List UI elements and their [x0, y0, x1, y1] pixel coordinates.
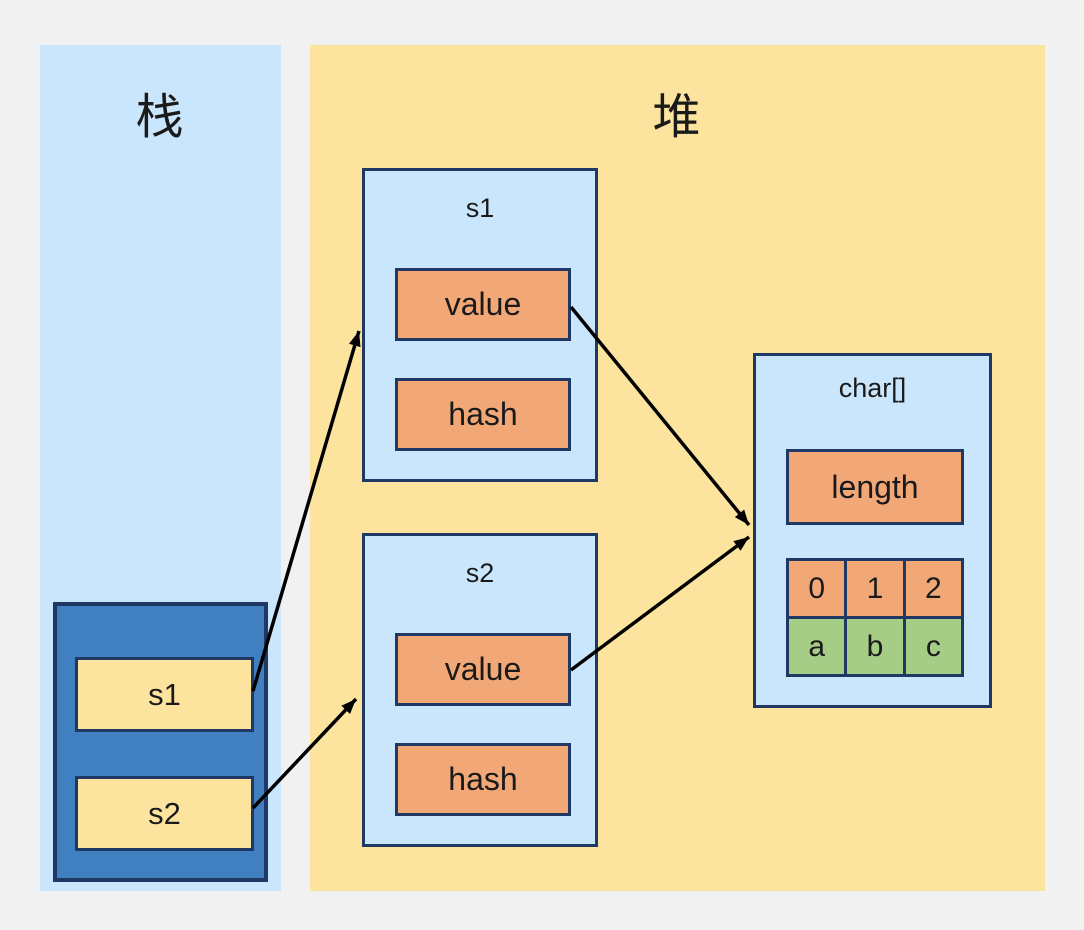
heap-object-char-array: char[] length 0 1 2 a b c	[753, 353, 992, 708]
s1-hash-field: hash	[395, 378, 571, 451]
char-array-index-0: 0	[785, 558, 848, 619]
char-array-length-field: length	[786, 449, 964, 525]
s2-hash-field: hash	[395, 743, 571, 816]
s2-value-field: value	[395, 633, 571, 706]
s2-hash-label: hash	[448, 761, 518, 797]
char-array-index-row: 0 1 2	[785, 558, 965, 619]
stack-frame: s1 s2	[53, 602, 268, 882]
char-array-index-2: 2	[902, 558, 965, 619]
char-array-title: char[]	[838, 373, 907, 403]
s1-hash-label: hash	[448, 396, 518, 432]
char-array-value-row: a b c	[785, 616, 965, 677]
stack-var-s2-label: s2	[148, 795, 181, 831]
s1-value-label: value	[444, 286, 522, 322]
char-array-index-1: 1	[844, 558, 906, 619]
heap-region-label: 堆	[652, 91, 703, 144]
char-array-table: 0 1 2 a b c	[785, 558, 965, 677]
stack-region-label: 栈	[135, 91, 186, 144]
stack-var-s1-label: s1	[148, 676, 181, 712]
stack-var-s1: s1	[75, 657, 254, 732]
char-array-char-2: c	[902, 616, 965, 677]
heap-object-s2: s2 value hash	[362, 533, 598, 847]
heap-object-s2-title: s2	[465, 558, 495, 588]
stack-var-s2: s2	[75, 776, 254, 851]
char-array-char-1: b	[844, 616, 906, 677]
s1-value-field: value	[395, 268, 571, 341]
heap-object-s1: s1 value hash	[362, 168, 598, 482]
s2-value-label: value	[444, 651, 522, 687]
char-array-length-label: length	[831, 468, 919, 505]
heap-object-s1-title: s1	[465, 193, 495, 223]
char-array-char-0: a	[785, 616, 848, 677]
